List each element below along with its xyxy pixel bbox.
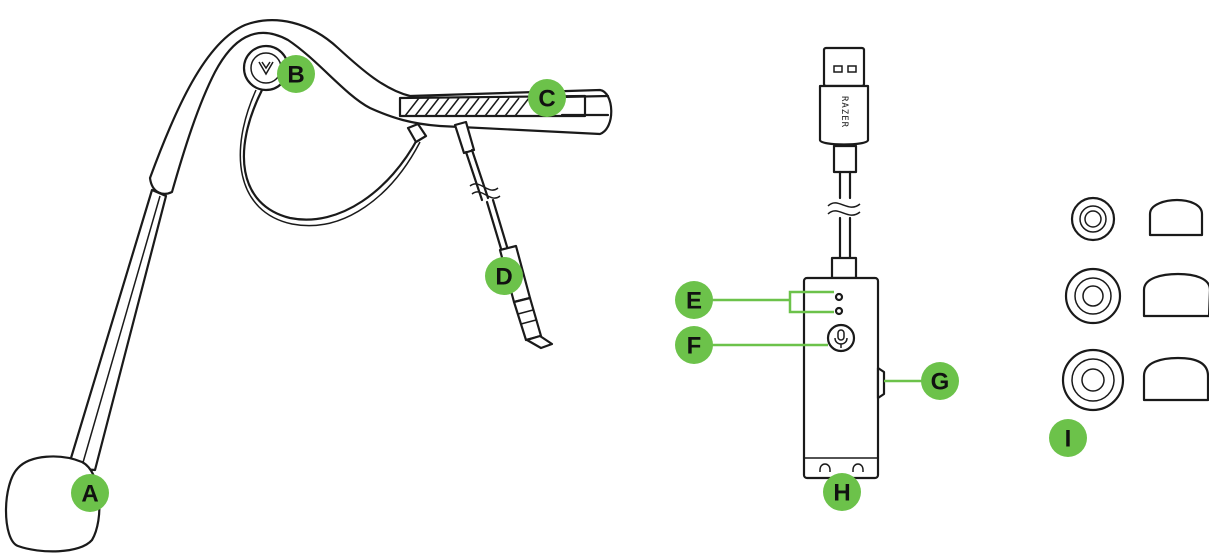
ear-tip-medium	[1064, 267, 1209, 325]
ear-tips	[1061, 196, 1209, 412]
label-text-a: A	[81, 481, 98, 508]
label-text-i: I	[1065, 426, 1072, 453]
headphone-icon	[819, 463, 831, 472]
usb-brand-text: RAZER	[839, 96, 849, 128]
label-text-d: D	[495, 264, 512, 291]
label-badge-g: G	[921, 362, 959, 400]
label-badge-e: E	[675, 281, 713, 319]
headset-illustration	[4, 19, 613, 553]
label-text-c: C	[538, 86, 555, 113]
earbud-cable	[242, 88, 420, 221]
ear-tip-small	[1070, 196, 1204, 242]
audio-cable	[453, 120, 554, 350]
label-badge-a: A	[71, 474, 109, 512]
side-volume-wheel	[876, 366, 886, 400]
label-text-b: B	[287, 62, 304, 89]
vent-grille	[398, 94, 610, 118]
label-text-g: G	[931, 369, 950, 396]
label-badge-f: F	[675, 326, 713, 364]
led-indicator	[834, 292, 844, 302]
usb-plug: RAZER	[818, 46, 870, 174]
label-text-e: E	[686, 288, 702, 315]
label-badge-h: H	[823, 473, 861, 511]
microphone-boom	[66, 188, 168, 472]
headphone-icon	[852, 463, 864, 472]
label-badge-c: C	[528, 79, 566, 117]
label-badge-b: B	[277, 55, 315, 93]
label-text-h: H	[833, 480, 850, 507]
earbud	[242, 44, 290, 92]
led-indicator	[834, 306, 844, 316]
label-badge-d: D	[485, 257, 523, 295]
label-text-f: F	[687, 333, 702, 360]
microphone-icon	[826, 323, 856, 353]
label-badge-i: I	[1049, 419, 1087, 457]
usb-sound-card: RAZER	[710, 46, 938, 480]
ear-tip-large	[1061, 348, 1209, 412]
